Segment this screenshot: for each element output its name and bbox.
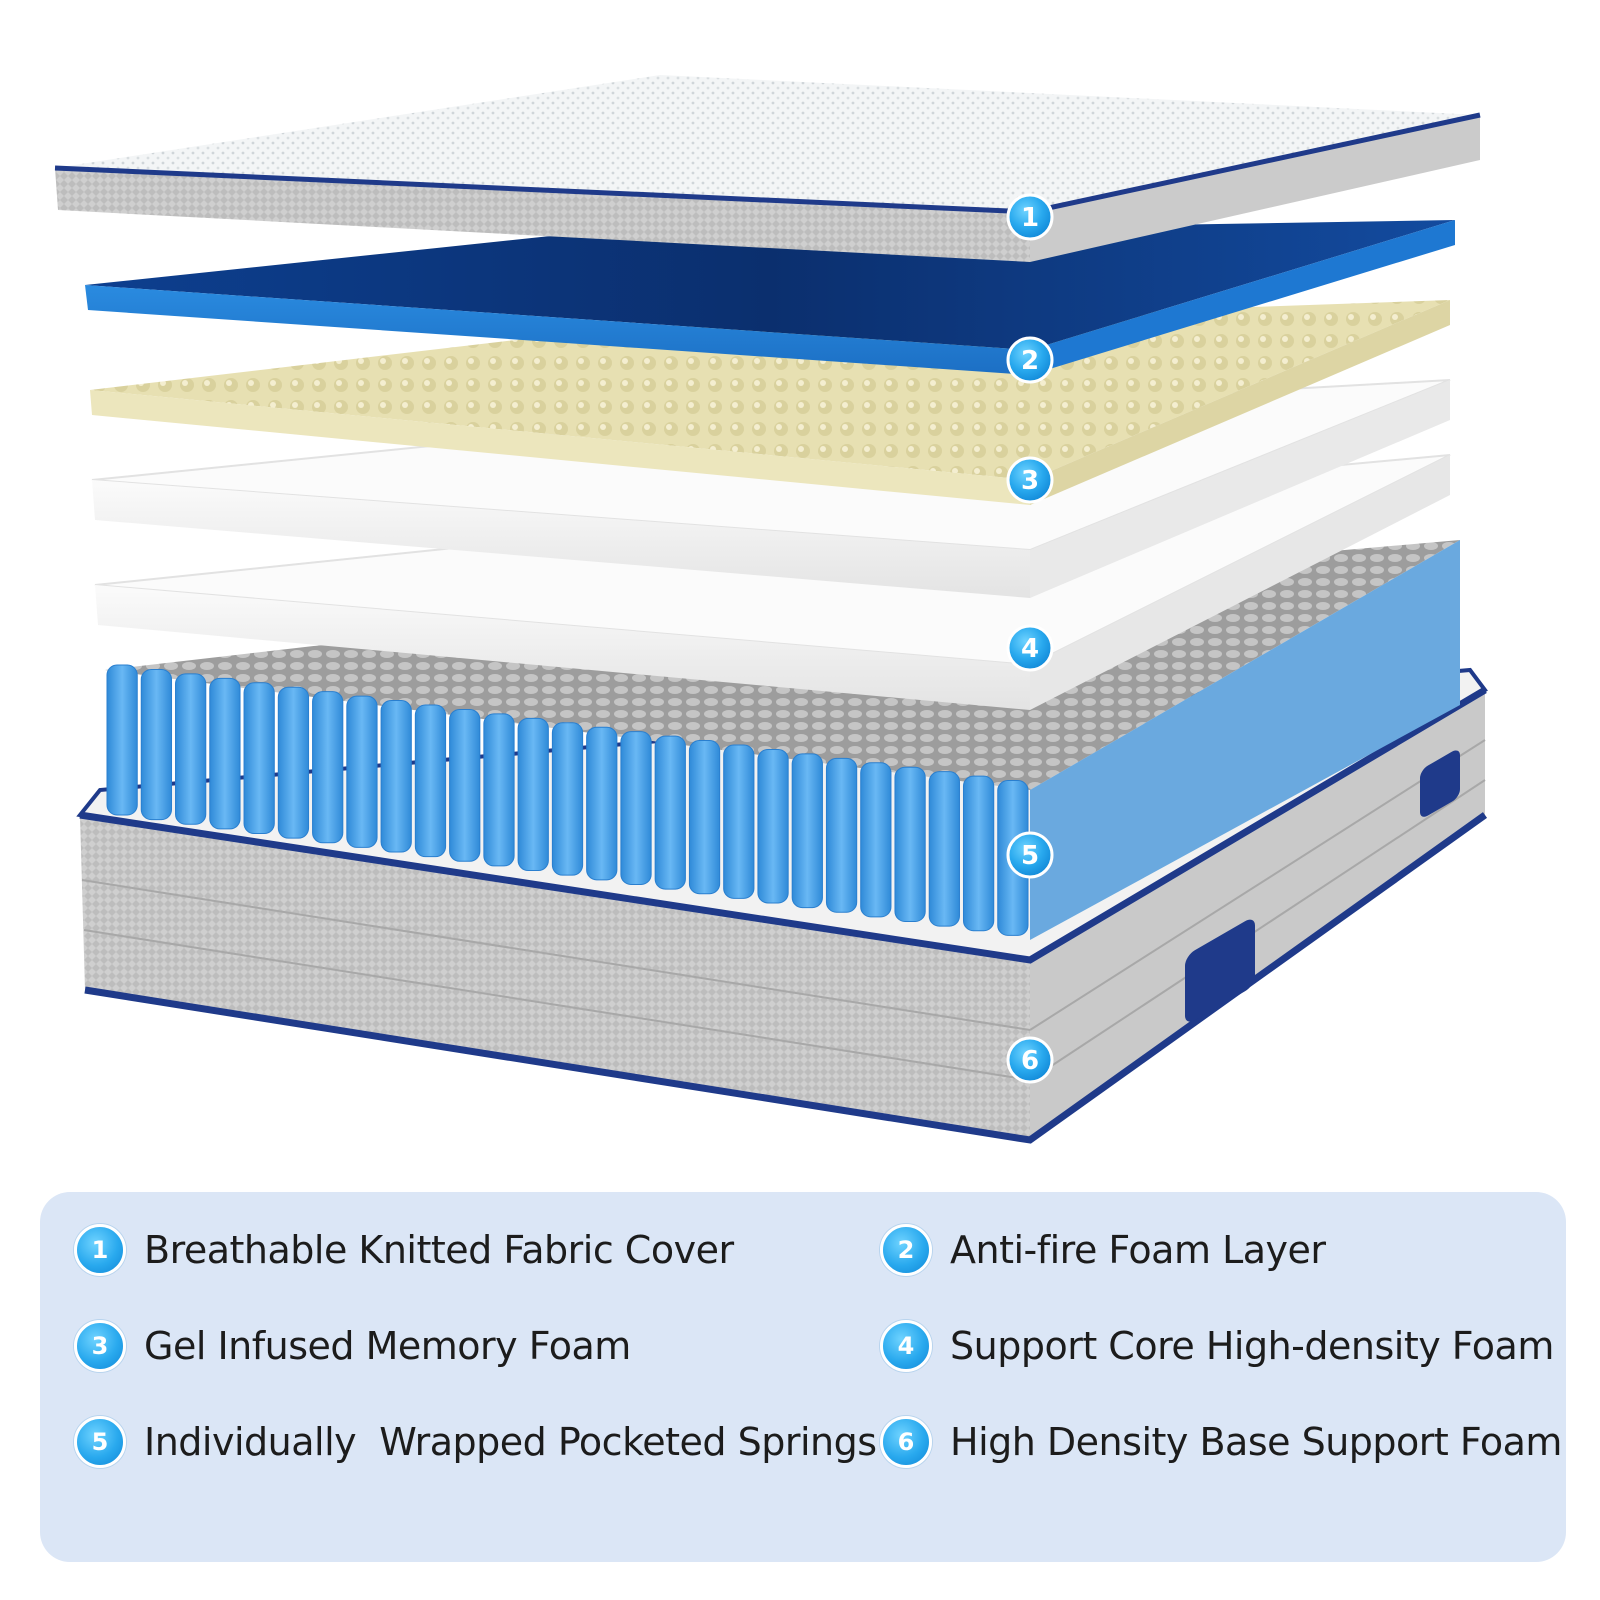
layer-badge-number: 1 [1021, 203, 1039, 233]
layer-badge-4: 4 [1006, 624, 1054, 672]
spring-pocket [106, 664, 138, 816]
legend-badge-4: 4 [880, 1320, 932, 1372]
layer-badge-6: 6 [1006, 1036, 1054, 1084]
spring-pocket [277, 686, 310, 839]
layer-badges: 1 2 3 4 5 6 [1006, 193, 1054, 1084]
layer-badge-number: 6 [1021, 1046, 1039, 1076]
layer-2-anti-fire-foam [85, 220, 1455, 375]
spring-pocket [449, 708, 481, 862]
legend-label-1: Breathable Knitted Fabric Cover [144, 1228, 734, 1272]
legend-badge-1: 1 [74, 1224, 126, 1276]
legend-label-3: Gel Infused Memory Foam [144, 1324, 631, 1368]
legend-label-4: Support Core High-density Foam [950, 1324, 1554, 1368]
legend-item-4: 4 Support Core High-density Foam [880, 1316, 1554, 1376]
spring-pocket [688, 740, 721, 895]
spring-pocket [928, 771, 960, 927]
spring-pocket [551, 722, 584, 876]
layer-badge-number: 4 [1021, 634, 1039, 664]
legend-label-5: Individually Wrapped Pocketed Springs [144, 1420, 877, 1464]
spring-pocket [860, 762, 892, 918]
spring-pocket [620, 731, 652, 885]
layer-legend-panel: 1 Breathable Knitted Fabric Cover 2 Anti… [40, 1192, 1566, 1562]
legend-label-6: High Density Base Support Foam [950, 1420, 1562, 1464]
spring-pocket [209, 677, 241, 830]
spring-pocket [825, 757, 858, 913]
layer-badge-5: 5 [1006, 831, 1054, 879]
layer-1-knitted-cover [54, 75, 1481, 262]
legend-badge-2: 2 [880, 1224, 932, 1276]
legend-item-1: 1 Breathable Knitted Fabric Cover [74, 1220, 734, 1280]
legend-badge-3: 3 [74, 1320, 126, 1372]
layer-badge-number: 3 [1021, 466, 1039, 496]
legend-badge-5: 5 [74, 1416, 126, 1468]
spring-pocket [312, 691, 344, 844]
spring-pocket [243, 682, 275, 835]
legend-badge-6: 6 [880, 1416, 932, 1468]
spring-pocket [175, 673, 207, 825]
legend-label-2: Anti-fire Foam Layer [950, 1228, 1326, 1272]
spring-pocket [414, 704, 447, 858]
spring-pocket [723, 744, 755, 899]
spring-pocket [962, 775, 995, 932]
layer-badge-number: 5 [1021, 841, 1039, 871]
layer-badge-number: 2 [1021, 346, 1039, 376]
mattress-exploded-illustration: 1 2 3 4 5 6 [54, 75, 1488, 1144]
spring-pocket [140, 668, 173, 821]
layer-badge-1: 1 [1006, 193, 1054, 241]
spring-pocket [586, 726, 618, 881]
legend-item-5: 5 Individually Wrapped Pocketed Springs [74, 1412, 877, 1472]
legend-item-6: 6 High Density Base Support Foam [880, 1412, 1562, 1472]
layer-badge-2: 2 [1006, 336, 1054, 384]
spring-pocket [517, 717, 549, 872]
layer-badge-3: 3 [1006, 456, 1054, 504]
spring-pocket [894, 766, 926, 922]
spring-pocket [346, 695, 378, 848]
spring-pocket [380, 700, 412, 853]
spring-pocket [791, 753, 823, 909]
legend-item-3: 3 Gel Infused Memory Foam [74, 1316, 631, 1376]
spring-pocket [483, 713, 515, 867]
legend-item-2: 2 Anti-fire Foam Layer [880, 1220, 1326, 1280]
spring-pocket [654, 735, 686, 890]
spring-pocket [757, 748, 789, 904]
